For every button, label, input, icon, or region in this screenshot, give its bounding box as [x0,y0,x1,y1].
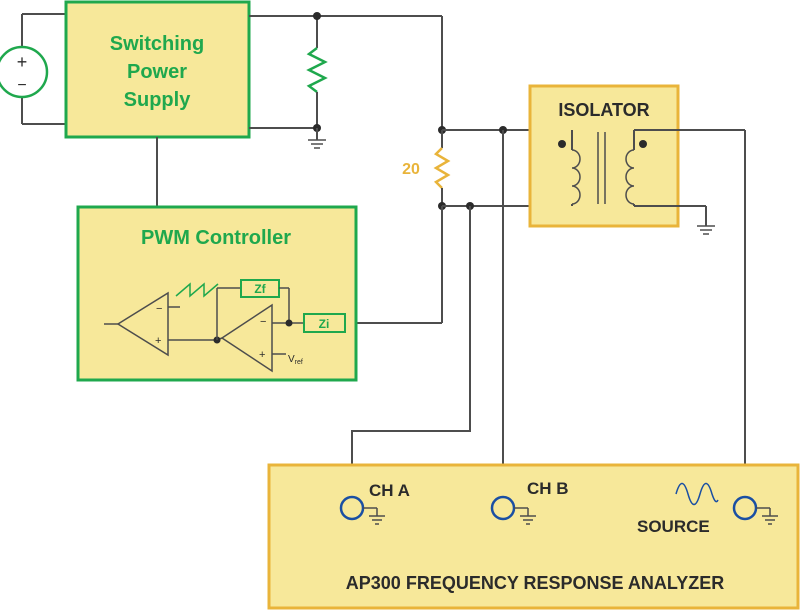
zf-label: Zf [254,282,266,296]
injection-resistor-value: 20 [402,161,420,178]
switching-power-supply-block: Switching Power Supply [64,0,251,139]
ground-symbol-load [308,128,326,149]
ap300-analyzer-block: AP300 FREQUENCY RESPONSE ANALYZER CH A C… [267,463,800,610]
source-label: SOURCE [637,517,710,536]
pwm-controller-block: PWM Controller − + − + Zf Zi Vref [76,205,358,382]
power-supply-label-line2: Power [127,61,187,83]
comparator-plus: + [155,335,161,347]
error-amplifier-opamp [220,303,273,373]
source-plus-sign: + [17,52,28,72]
source-connector [732,495,778,525]
analyzer-title: AP300 FREQUENCY RESPONSE ANALYZER [346,573,724,593]
ch-b-label: CH B [527,479,569,498]
ground-symbol-isolator [697,206,715,235]
isolator-label: ISOLATOR [558,100,649,120]
zi-impedance [303,313,346,333]
source-minus-sign: − [17,77,26,94]
dc-voltage-source: + − [0,13,66,125]
ch-a-label: CH A [369,481,410,500]
injection-resistor: 20 [402,126,451,210]
ch-a-connector [339,495,385,525]
ch-b-connector [490,495,536,525]
vref-label: Vref [288,354,303,366]
sawtooth-waveform-icon [175,282,219,298]
sine-wave-icon [675,482,719,506]
power-supply-label-line3: Supply [124,89,192,111]
isolator-block: ISOLATOR [528,84,680,228]
comparator-opamp [116,291,169,357]
load-resistor [306,12,328,132]
error-amp-minus: − [260,316,266,328]
pwm-controller-label: PWM Controller [141,227,291,249]
power-supply-label-line1: Switching [110,33,204,55]
error-amp-plus: + [259,349,265,361]
comparator-minus: − [156,303,162,315]
zi-label: Zi [319,317,330,331]
